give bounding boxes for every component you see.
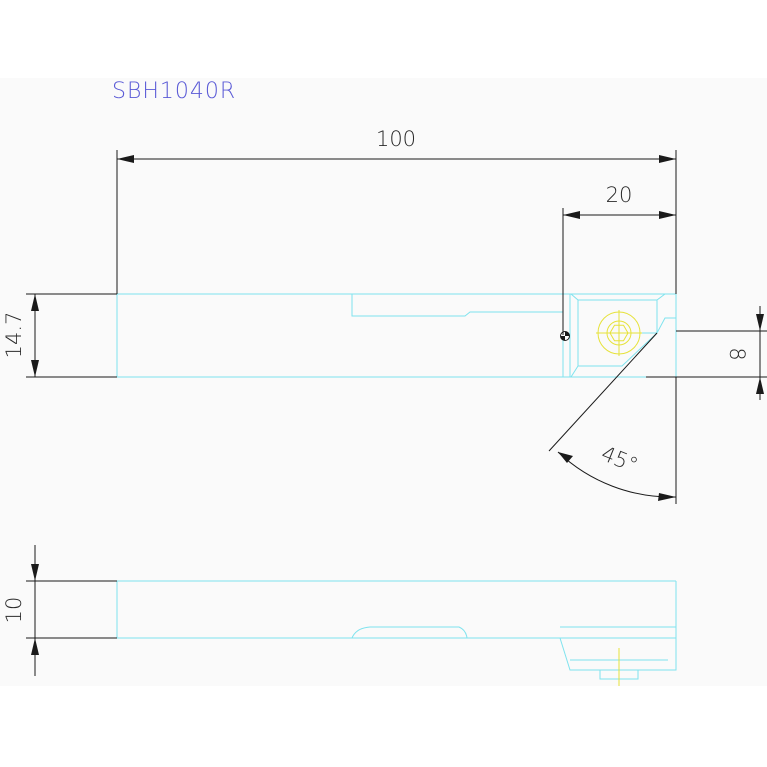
dim-shank-thickness-label: 10 xyxy=(2,597,26,624)
dim-shank-height xyxy=(26,293,117,378)
top-view-outline xyxy=(116,293,677,378)
part-number-title: SBH1040R xyxy=(112,79,236,104)
dim-angle xyxy=(548,332,677,504)
dim-overall-length xyxy=(116,150,677,294)
dim-tip-width xyxy=(646,306,767,400)
gauge-point-symbol xyxy=(560,331,570,341)
dim-shank-thickness xyxy=(26,545,117,676)
dim-overall-length-label: 100 xyxy=(376,127,416,151)
dim-tip-width-label: 8 xyxy=(725,347,749,360)
dim-insert-length-label: 20 xyxy=(606,183,633,207)
dim-shank-height-label: 14.7 xyxy=(2,312,26,359)
screw-top-view xyxy=(596,310,642,356)
dim-insert-length xyxy=(562,208,677,335)
drawing-sheet xyxy=(0,78,767,686)
